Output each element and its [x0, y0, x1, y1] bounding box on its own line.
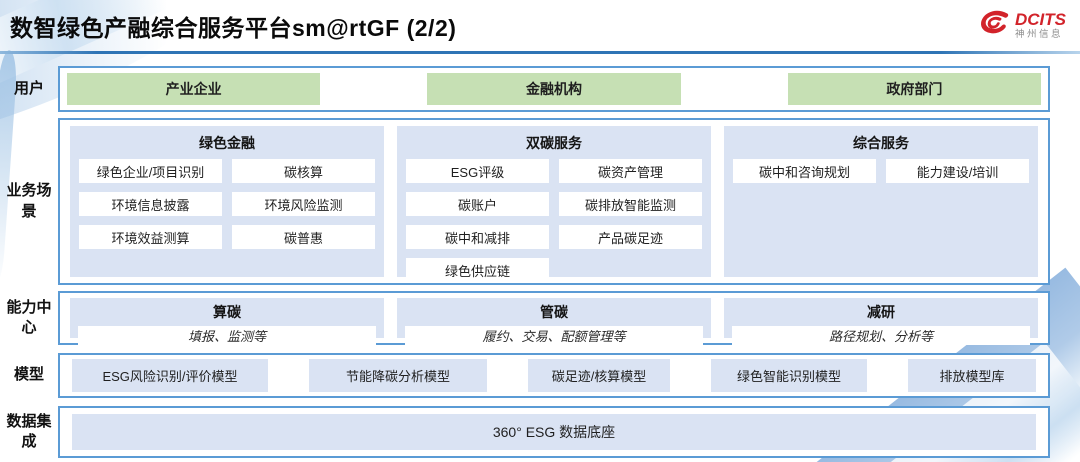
scenario-item: 产品碳足迹 — [559, 225, 702, 249]
row-capability-center: 能力中心 算碳 填报、监测等 管碳 履约、交易、配额管理等 减研 路径规划、分析… — [0, 291, 1080, 345]
row-label-scenarios: 业务场景 — [6, 182, 52, 220]
data-base-item: 360° ESG 数据底座 — [72, 414, 1036, 450]
scenario-item: 绿色供应链 — [406, 258, 549, 282]
scenario-item: 环境信息披露 — [79, 192, 222, 216]
scenario-grid: 绿色企业/项目识别 碳核算 环境信息披露 环境风险监测 环境效益测算 碳普惠 — [79, 159, 375, 249]
header-divider — [0, 51, 1080, 54]
row-label-capabilities: 能力中心 — [6, 298, 52, 336]
row-label-models: 模型 — [13, 366, 44, 384]
row-business-scenarios: 业务场景 绿色金融 绿色企业/项目识别 碳核算 环境信息披露 环境风险监测 环境… — [0, 118, 1080, 285]
model-item: 碳足迹/核算模型 — [528, 359, 670, 392]
scenario-item: 碳中和减排 — [406, 225, 549, 249]
scenario-column-dual-carbon: 双碳服务 ESG评级 碳资产管理 碳账户 碳排放智能监测 碳中和减排 产品碳足迹… — [397, 126, 711, 282]
model-item: ESG风险识别/评价模型 — [72, 359, 268, 392]
scenarios-container: 绿色金融 绿色企业/项目识别 碳核算 环境信息披露 环境风险监测 环境效益测算 … — [58, 118, 1050, 285]
logo-company: 神州信息 — [1015, 29, 1064, 41]
scenario-item: 环境风险监测 — [232, 192, 375, 216]
scenario-item: 碳账户 — [406, 192, 549, 216]
capabilities-container: 算碳 填报、监测等 管碳 履约、交易、配额管理等 减研 路径规划、分析等 — [58, 291, 1050, 345]
scenario-column-title: 双碳服务 — [526, 135, 582, 151]
scenario-item: 环境效益测算 — [79, 225, 222, 249]
model-item: 节能降碳分析模型 — [309, 359, 487, 392]
dcits-logo: DCITS 神州信息 — [977, 8, 1066, 43]
row-data-integration: 数据集成 360° ESG 数据底座 — [0, 406, 1080, 458]
capability-panel: 减研 路径规划、分析等 — [724, 298, 1038, 345]
scenario-item: 碳核算 — [232, 159, 375, 183]
scenario-column-title: 综合服务 — [853, 135, 909, 151]
scenario-grid: 碳中和咨询规划 能力建设/培训 — [733, 159, 1029, 183]
scenario-item: 碳普惠 — [232, 225, 375, 249]
models-container: ESG风险识别/评价模型 节能降碳分析模型 碳足迹/核算模型 绿色智能识别模型 … — [58, 353, 1050, 398]
capability-title: 减研 — [867, 304, 895, 320]
capability-title: 算碳 — [213, 304, 241, 320]
model-item: 排放模型库 — [908, 359, 1036, 392]
capability-description: 履约、交易、配额管理等 — [405, 326, 703, 345]
capability-description: 填报、监测等 — [78, 326, 376, 345]
row-models: 模型 ESG风险识别/评价模型 节能降碳分析模型 碳足迹/核算模型 绿色智能识别… — [0, 353, 1080, 398]
architecture-diagram: 用户 产业企业 金融机构 政府部门 业务场景 绿色金融 绿色企业/项目识别 碳核… — [0, 60, 1080, 462]
scenario-item: 碳中和咨询规划 — [733, 159, 876, 183]
model-item: 绿色智能识别模型 — [711, 359, 867, 392]
page-title: 数智绿色产融综合服务平台sm@rtGF (2/2) — [10, 15, 457, 41]
logo-text-block: DCITS 神州信息 — [1015, 11, 1066, 40]
capability-panel: 算碳 填报、监测等 — [70, 298, 384, 345]
scenario-item: 能力建设/培训 — [886, 159, 1029, 183]
capability-panel: 管碳 履约、交易、配额管理等 — [397, 298, 711, 345]
scenario-item: ESG评级 — [406, 159, 549, 183]
row-label-users: 用户 — [13, 79, 44, 97]
scenario-column-green-finance: 绿色金融 绿色企业/项目识别 碳核算 环境信息披露 环境风险监测 环境效益测算 … — [70, 126, 384, 277]
scenario-column-comprehensive: 综合服务 碳中和咨询规划 能力建设/培训 — [724, 126, 1038, 277]
scenario-item: 碳排放智能监测 — [559, 192, 702, 216]
capability-description: 路径规划、分析等 — [732, 326, 1030, 345]
user-item: 金融机构 — [427, 73, 681, 105]
user-item: 政府部门 — [787, 73, 1041, 105]
user-item: 产业企业 — [67, 73, 321, 105]
row-users: 用户 产业企业 金融机构 政府部门 — [0, 66, 1080, 112]
users-container: 产业企业 金融机构 政府部门 — [58, 66, 1050, 112]
scenario-grid: ESG评级 碳资产管理 碳账户 碳排放智能监测 碳中和减排 产品碳足迹 绿色供应… — [406, 159, 702, 282]
logo-swirl-icon — [977, 8, 1011, 43]
logo-brand: DCITS — [1015, 10, 1066, 30]
data-integration-container: 360° ESG 数据底座 — [58, 406, 1050, 458]
capability-title: 管碳 — [540, 304, 568, 320]
row-label-data-integration: 数据集成 — [6, 412, 52, 450]
scenario-item: 碳资产管理 — [559, 159, 702, 183]
scenario-item: 绿色企业/项目识别 — [79, 159, 222, 183]
scenario-column-title: 绿色金融 — [199, 135, 255, 151]
